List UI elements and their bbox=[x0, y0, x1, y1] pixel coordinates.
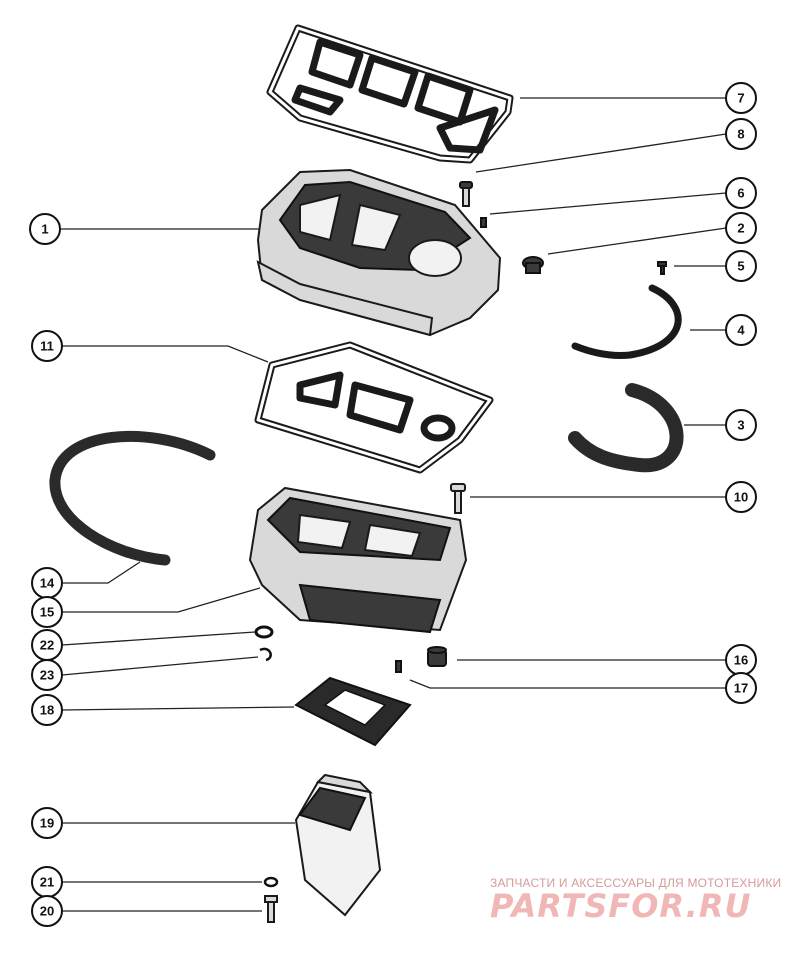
callout-3-label: 3 bbox=[737, 418, 744, 433]
callout-1: 1 bbox=[29, 213, 61, 245]
part-bracket-19 bbox=[294, 773, 382, 917]
callout-19-label: 19 bbox=[40, 816, 54, 831]
callout-19: 19 bbox=[31, 807, 63, 839]
callout-6-label: 6 bbox=[737, 186, 744, 201]
callout-1-label: 1 bbox=[41, 222, 48, 237]
callout-15: 15 bbox=[31, 596, 63, 628]
part-middle-gasket-11 bbox=[254, 341, 494, 474]
part-housing-1 bbox=[256, 168, 502, 337]
part-curved-seal-3 bbox=[568, 383, 684, 473]
watermark-tagline: ЗАПЧАСТИ И АКСЕССУАРЫ ДЛЯ МОТОТЕХНИКИ bbox=[490, 876, 782, 890]
part-clip-23 bbox=[259, 647, 272, 662]
callout-22: 22 bbox=[31, 629, 63, 661]
callout-10: 10 bbox=[725, 481, 757, 513]
callout-6: 6 bbox=[725, 177, 757, 209]
part-washer-22 bbox=[254, 625, 274, 639]
callout-20-label: 20 bbox=[40, 904, 54, 919]
callout-7: 7 bbox=[725, 82, 757, 114]
callout-8-label: 8 bbox=[737, 127, 744, 142]
callout-8: 8 bbox=[725, 118, 757, 150]
callout-10-label: 10 bbox=[734, 490, 748, 505]
part-top-gasket bbox=[266, 24, 514, 164]
callout-2-label: 2 bbox=[737, 221, 744, 236]
callout-17-label: 17 bbox=[734, 681, 748, 696]
callout-16: 16 bbox=[725, 644, 757, 676]
part-plug-2 bbox=[522, 256, 544, 274]
callout-17: 17 bbox=[725, 672, 757, 704]
part-cup-16 bbox=[427, 646, 447, 667]
callout-23-label: 23 bbox=[40, 668, 54, 683]
callout-5: 5 bbox=[725, 250, 757, 282]
part-bolt-8 bbox=[459, 181, 473, 207]
watermark-logo: PARTSFOR.RU bbox=[490, 887, 752, 925]
leader-lines bbox=[60, 97, 727, 912]
callout-11-label: 11 bbox=[40, 339, 54, 354]
callout-18-label: 18 bbox=[40, 703, 54, 718]
part-bolt-20 bbox=[264, 895, 278, 923]
part-adapter-plate-15 bbox=[248, 486, 468, 634]
callout-14: 14 bbox=[31, 567, 63, 599]
part-pin-17 bbox=[395, 660, 402, 673]
callout-21-label: 21 bbox=[40, 875, 54, 890]
callout-23: 23 bbox=[31, 659, 63, 691]
callout-15-label: 15 bbox=[40, 605, 54, 620]
callout-3: 3 bbox=[725, 409, 757, 441]
callout-4: 4 bbox=[725, 314, 757, 346]
callout-14-label: 14 bbox=[40, 576, 55, 591]
part-pin-6 bbox=[480, 217, 487, 228]
part-bolt-10 bbox=[450, 483, 466, 514]
part-curved-seal-4 bbox=[571, 284, 682, 359]
callout-20: 20 bbox=[31, 895, 63, 927]
part-washer-21 bbox=[263, 876, 279, 888]
part-screw-5 bbox=[657, 261, 667, 275]
part-gasket-18 bbox=[294, 676, 412, 747]
callout-22-label: 22 bbox=[40, 638, 54, 653]
part-seal-strip-14 bbox=[49, 430, 216, 566]
callout-18: 18 bbox=[31, 694, 63, 726]
callout-5-label: 5 bbox=[737, 259, 744, 274]
callout-2: 2 bbox=[725, 212, 757, 244]
callout-7-label: 7 bbox=[737, 91, 744, 106]
callout-4-label: 4 bbox=[737, 323, 745, 338]
callout-21: 21 bbox=[31, 866, 63, 898]
callout-11: 11 bbox=[31, 330, 63, 362]
callout-16-label: 16 bbox=[734, 653, 748, 668]
